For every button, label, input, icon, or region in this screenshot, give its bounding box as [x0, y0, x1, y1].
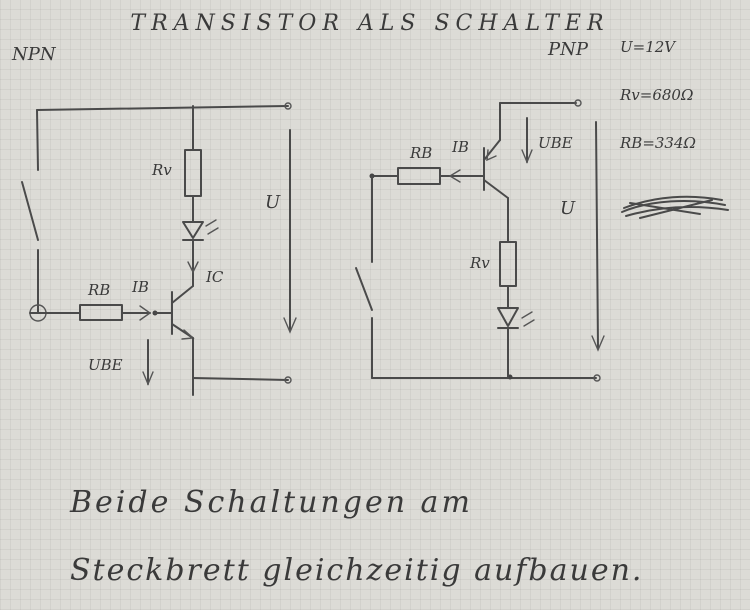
note-line-1: Beide Schaltungen am: [69, 485, 473, 520]
param-rv: Rv=680Ω: [619, 86, 693, 104]
npn-label-rb: RB: [87, 281, 110, 299]
npn-heading: NPN: [11, 44, 57, 65]
npn-resistor-rb: [79, 304, 123, 321]
pnp-terminal-top: [574, 99, 582, 107]
pnp-voltage-arrow: [595, 121, 599, 349]
npn-circuit: Rv RB IB IC UBE U: [21, 102, 297, 396]
pnp-label-u: U: [560, 198, 576, 219]
pnp-label-ube: UBE: [538, 134, 573, 152]
npn-terminal-bottom: [284, 376, 292, 384]
pnp-label-ib: IB: [451, 138, 469, 156]
pnp-resistor-rv: [499, 241, 517, 287]
pnp-led: [497, 307, 519, 327]
npn-label-ic: IC: [205, 268, 224, 286]
npn-led: [182, 221, 204, 239]
npn-label-ib: IB: [131, 278, 149, 296]
pnp-label-rb: RB: [409, 144, 432, 162]
pnp-terminal-bottom: [593, 374, 601, 382]
param-voltage: U=12V: [620, 38, 677, 56]
pnp-heading: PNP: [547, 39, 589, 60]
page-title: TRANSISTOR ALS SCHALTER: [130, 11, 609, 36]
npn-label-u: U: [265, 192, 281, 213]
npn-resistor-rv: [184, 149, 202, 197]
pnp-resistor-rb: [397, 167, 441, 185]
pnp-switch: [355, 267, 373, 311]
note-line-2: Steckbrett gleichzeitig aufbauen.: [70, 553, 643, 588]
npn-label-rv: Rv: [151, 161, 172, 179]
scribble: [621, 195, 729, 219]
npn-switch: [21, 181, 39, 241]
pnp-circuit: RB IB UBE Rv U: [355, 99, 605, 382]
pnp-label-rv: Rv: [469, 254, 490, 272]
npn-terminal-top: [284, 102, 292, 110]
param-rb: RB=334Ω: [619, 134, 696, 152]
npn-label-ube: UBE: [88, 356, 123, 374]
